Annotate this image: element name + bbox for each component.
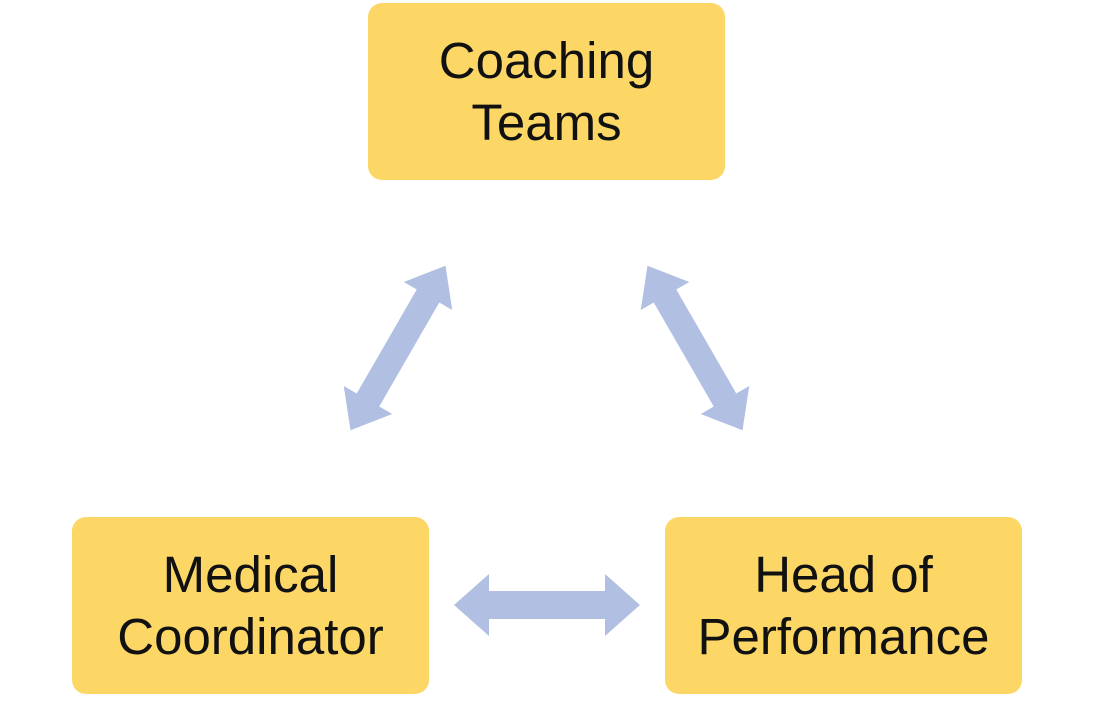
arrow-coaching-medical: [343, 265, 453, 431]
arrow-medical-performance: [454, 574, 640, 636]
node-medical-coordinator-label: Medical Coordinator: [117, 545, 384, 665]
node-coaching-teams: Coaching Teams: [368, 3, 725, 180]
node-head-of-performance: Head of Performance: [665, 517, 1022, 694]
arrow-coaching-performance: [640, 265, 750, 431]
node-medical-coordinator: Medical Coordinator: [72, 517, 429, 694]
node-head-of-performance-label: Head of Performance: [697, 545, 990, 665]
node-coaching-teams-label: Coaching Teams: [438, 31, 655, 151]
